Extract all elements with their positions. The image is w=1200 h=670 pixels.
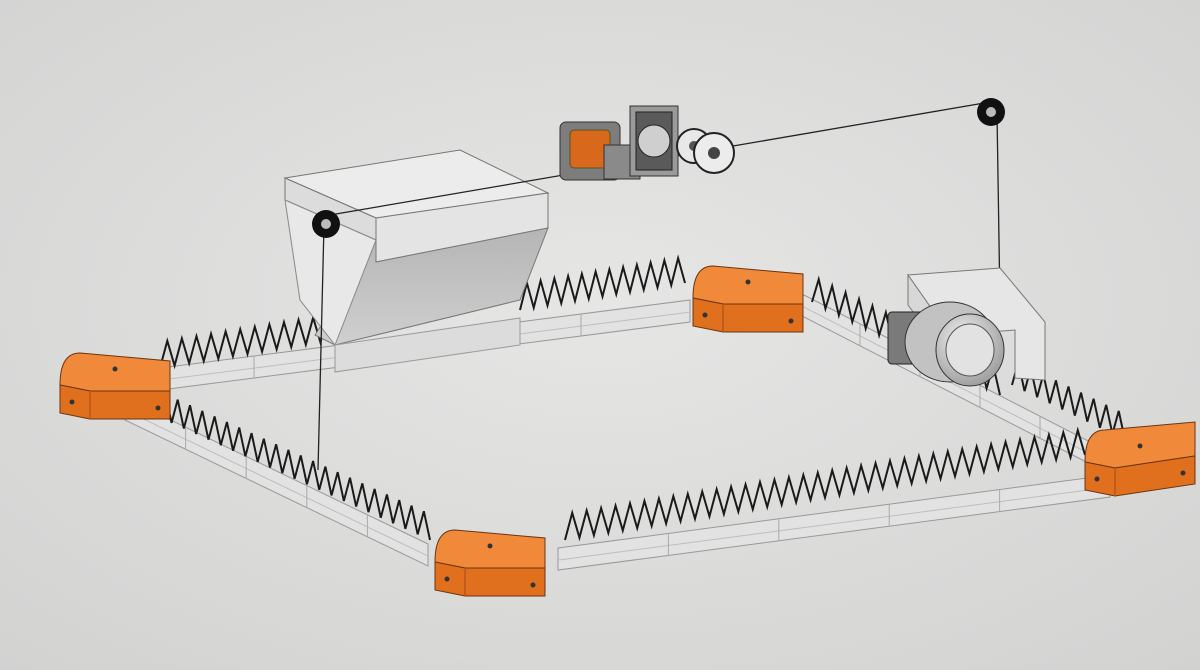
spikes-front-right: [564, 426, 1086, 542]
cable-winch: [559, 105, 735, 181]
rail-front-right: [557, 474, 1111, 571]
spikes-back-left-1: [159, 311, 336, 370]
drive-motor: [887, 267, 1046, 387]
spikes-back-left-2: [519, 254, 686, 312]
pulley-left: [312, 210, 340, 238]
corner-block-right: [1084, 421, 1196, 497]
corner-block-back: [692, 265, 804, 333]
corner-blocks: [59, 265, 1196, 597]
pulley-right: [977, 98, 1005, 126]
corner-block-front: [434, 529, 546, 597]
corner-block-left: [59, 352, 171, 420]
feed-hopper: [283, 149, 550, 373]
